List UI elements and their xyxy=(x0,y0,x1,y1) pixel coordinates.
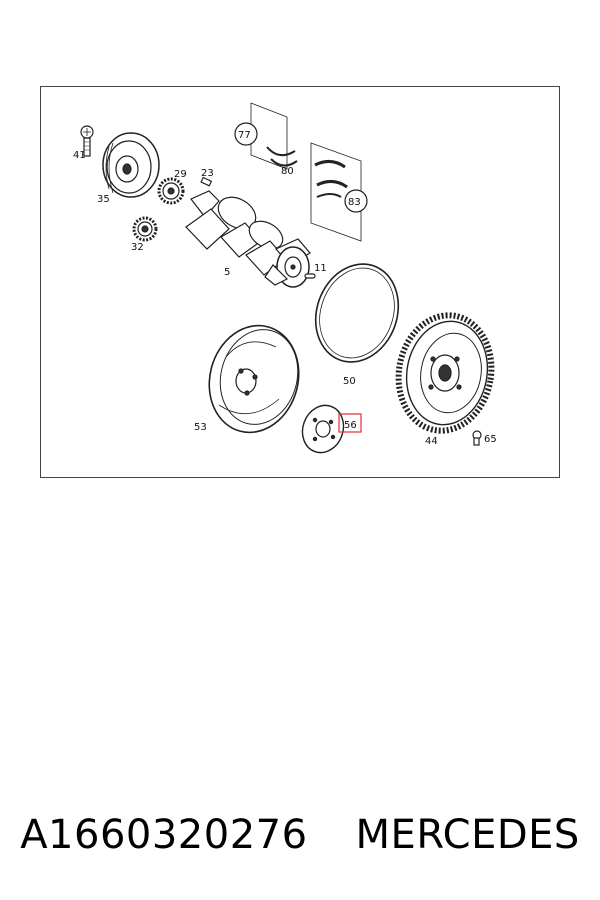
flywheel-53-icon xyxy=(208,324,300,434)
part-info-footer: A1660320276 MERCEDES xyxy=(0,800,600,870)
thrust-washers-83-icon xyxy=(310,142,368,242)
callout-23[interactable]: 23 xyxy=(201,168,214,179)
key-23-icon xyxy=(200,176,213,187)
bearing-shells-77-icon xyxy=(234,102,298,170)
callout-5[interactable]: 5 xyxy=(224,267,230,278)
callout-65[interactable]: 65 xyxy=(484,434,497,445)
gear-32-icon xyxy=(132,216,158,242)
callout-83[interactable]: 83 xyxy=(348,197,361,208)
callout-53[interactable]: 53 xyxy=(194,422,207,433)
callout-56[interactable]: 56 xyxy=(344,420,357,431)
callout-80[interactable]: 80 xyxy=(281,166,294,177)
callout-35[interactable]: 35 xyxy=(97,194,110,205)
callout-77[interactable]: 77 xyxy=(238,130,251,141)
callout-50[interactable]: 50 xyxy=(343,376,356,387)
parts-diagram: 41 35 29 23 32 xyxy=(40,86,560,478)
flywheel-44-icon xyxy=(395,312,495,434)
highlight-box-56 xyxy=(338,413,362,433)
seal-ring-50-icon xyxy=(314,263,400,363)
bolt-65-icon xyxy=(472,430,482,446)
callout-32[interactable]: 32 xyxy=(131,242,144,253)
brand-name: MERCEDES xyxy=(355,812,580,858)
callout-11[interactable]: 11 xyxy=(314,263,327,274)
part-number: A1660320276 xyxy=(20,812,308,858)
dowel-pin-11-icon xyxy=(304,273,316,279)
crankshaft-5-icon xyxy=(185,190,311,288)
exploded-view-drawing: 41 35 29 23 32 xyxy=(73,102,497,454)
plate-56-icon xyxy=(301,404,345,454)
callout-29[interactable]: 29 xyxy=(174,169,187,180)
bolt-41-icon xyxy=(80,125,94,157)
callout-41[interactable]: 41 xyxy=(73,150,86,161)
pulley-35-icon xyxy=(102,132,160,198)
gear-29-icon xyxy=(157,177,185,205)
callout-44[interactable]: 44 xyxy=(425,436,438,447)
